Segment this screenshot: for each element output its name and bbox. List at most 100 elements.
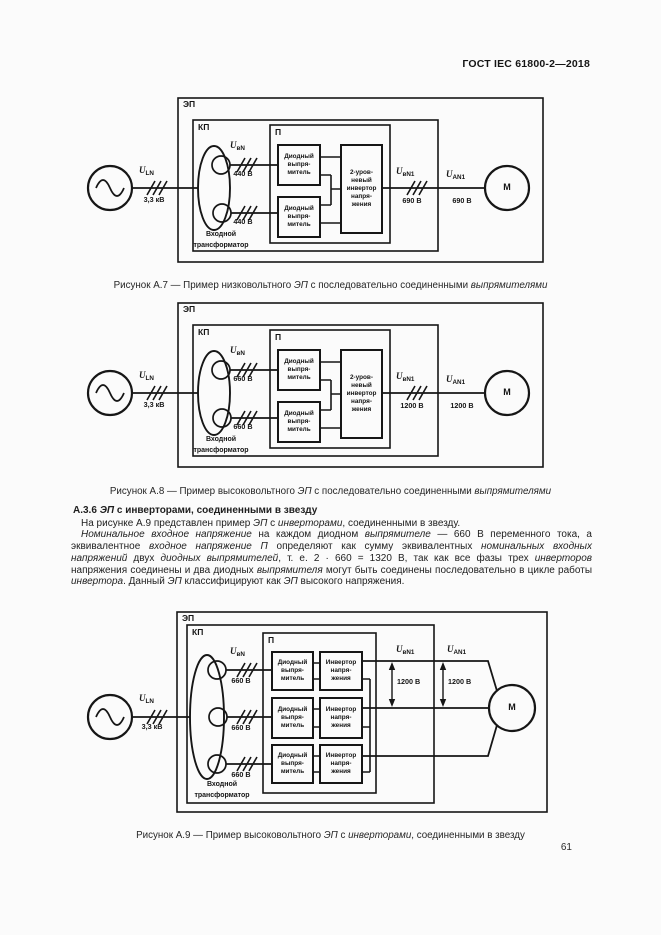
fig-a7-caption: Рисунок А.7 — Пример низковольтного ЭП с… bbox=[113, 280, 548, 291]
inverter-box-3 bbox=[319, 744, 363, 784]
inverter-box-1 bbox=[319, 651, 363, 691]
motor-voltage: 690 В bbox=[452, 196, 472, 205]
winding-voltage-3: 660 В bbox=[231, 770, 251, 779]
document-title: ГОСТ IEC 61800-2—2018 bbox=[462, 58, 590, 70]
winding-voltage-1: 440 В bbox=[233, 169, 253, 178]
ep-label: ЭП bbox=[183, 304, 196, 314]
dc-link-wires bbox=[313, 662, 320, 773]
output-voltage: 1200 В bbox=[400, 401, 424, 410]
page-number: 61 bbox=[560, 842, 572, 853]
kp-boundary-box bbox=[192, 119, 439, 252]
rectifier-box-1 bbox=[277, 144, 321, 186]
u-vn1-symbol: UвN1 bbox=[396, 371, 415, 383]
u-vn-symbol: UвN bbox=[230, 646, 245, 658]
three-phase-marks bbox=[236, 756, 258, 772]
kp-label: КП bbox=[198, 327, 210, 337]
u-ln-symbol: ULN bbox=[139, 165, 154, 177]
motor-voltage: 1200 В bbox=[448, 677, 472, 686]
rectifier-box-1 bbox=[271, 651, 314, 691]
inverter-label: 2-уров- невый инвертор напря- жения bbox=[346, 168, 377, 209]
ep-label: ЭП bbox=[182, 613, 195, 623]
rectifier-box-3 bbox=[271, 744, 314, 784]
three-phase-marks bbox=[236, 157, 258, 173]
transformer-label: Входной трансформатор bbox=[193, 231, 249, 249]
rectifier-label-2: Диодный выпря- митель bbox=[284, 409, 314, 434]
winding-voltage-2: 660 В bbox=[233, 422, 253, 431]
winding-voltage-1: 660 В bbox=[233, 374, 253, 383]
ep-boundary-box bbox=[177, 97, 544, 263]
winding-voltage-2: 440 В bbox=[233, 217, 253, 226]
fig-a9-diagram bbox=[86, 611, 548, 813]
u-an1-symbol: UAN1 bbox=[446, 374, 466, 386]
star-point-wires bbox=[362, 678, 371, 773]
p-boundary-box bbox=[262, 632, 377, 794]
fig-a9-caption: Рисунок А.9 — Пример высоковольтного ЭП … bbox=[136, 830, 525, 841]
supply-voltage: 3,3 кВ bbox=[143, 195, 165, 204]
u-vn1-symbol: UвN1 bbox=[396, 644, 415, 656]
three-phase-marks bbox=[146, 180, 168, 196]
u-an1-symbol: UAN1 bbox=[447, 644, 467, 656]
three-phase-marks bbox=[406, 180, 428, 196]
kp-boundary-box bbox=[186, 624, 435, 804]
p-label: П bbox=[268, 635, 275, 645]
section-paragraph: Номинальное входное напряжение на каждом… bbox=[71, 529, 593, 588]
u-ln-symbol: ULN bbox=[139, 693, 154, 705]
rectifier-label-3: Диодный выпря- митель bbox=[277, 751, 308, 776]
ep-label: ЭП bbox=[183, 99, 196, 109]
inverter-label-2: Инвертор напря- жения bbox=[325, 705, 357, 730]
u-vn-symbol: UвN bbox=[230, 345, 245, 357]
fig-a7-diagram bbox=[86, 97, 544, 263]
winding-voltage-1: 660 В bbox=[231, 676, 251, 685]
section-heading: А.3.6 ЭП с инверторами, соединенными в з… bbox=[73, 505, 318, 516]
u-vn-symbol: UвN bbox=[230, 140, 245, 152]
u-an1-symbol: UAN1 bbox=[446, 169, 466, 181]
rectifier-label-1: Диодный выпря- митель bbox=[277, 658, 308, 683]
section-paragraph: На рисунке А.9 представлен пример ЭП с и… bbox=[81, 517, 461, 529]
three-phase-marks bbox=[236, 205, 258, 221]
three-phase-marks bbox=[146, 709, 168, 725]
rectifier-label-2: Диодный выпря- митель bbox=[277, 705, 308, 730]
inverter-label-1: Инвертор напря- жения bbox=[325, 658, 357, 683]
motor-voltage: 1200 В bbox=[450, 401, 474, 410]
phase-wire-1 bbox=[362, 660, 498, 692]
rectifier-box-2 bbox=[271, 697, 314, 739]
winding-voltage-2: 660 В bbox=[231, 723, 251, 732]
ep-boundary-box bbox=[176, 611, 548, 813]
three-phase-marks bbox=[236, 662, 258, 678]
motor-label: М bbox=[508, 702, 516, 712]
sine-wave-icon bbox=[95, 708, 125, 726]
motor-label: М bbox=[503, 182, 511, 192]
transformer-core bbox=[197, 145, 231, 231]
rectifier-label-1: Диодный выпря- митель bbox=[284, 152, 314, 177]
motor-icon bbox=[483, 164, 531, 212]
sine-wave-icon bbox=[95, 179, 125, 197]
section-a36: А.3.6 ЭП с инверторами, соединенными в з… bbox=[71, 505, 592, 588]
p-label: П bbox=[275, 127, 282, 137]
u-ln-symbol: ULN bbox=[139, 370, 154, 382]
p-label: П bbox=[275, 332, 282, 342]
secondary-wires bbox=[226, 669, 272, 765]
phase-wire-3 bbox=[362, 724, 498, 757]
rectifier-label-1: Диодный выпря- митель bbox=[284, 357, 314, 382]
fig-a8-caption: Рисунок А.8 — Пример высоковольтного ЭП … bbox=[109, 486, 552, 497]
dc-link-wires bbox=[320, 156, 341, 224]
kp-label: КП bbox=[192, 627, 204, 637]
p-boundary-box bbox=[269, 124, 391, 244]
inverter-box-2 bbox=[319, 697, 363, 739]
transformer-core bbox=[189, 654, 225, 780]
transformer-label: Входной трансформатор bbox=[194, 781, 250, 799]
inverter-label-3: Инвертор напря- жения bbox=[325, 751, 357, 776]
supply-voltage: 3,3 кВ bbox=[143, 400, 165, 409]
inverter-label: 2-уров- невый инвертор напря- жения bbox=[346, 373, 377, 414]
rectifier-box-2 bbox=[277, 196, 321, 238]
u-vn1-symbol: UвN1 bbox=[396, 166, 415, 178]
transformer-label: Входной трансформатор bbox=[193, 436, 249, 454]
kp-label: КП bbox=[198, 122, 210, 132]
output-voltage: 1200 В bbox=[397, 677, 421, 686]
rectifier-label-2: Диодный выпря- митель bbox=[284, 204, 314, 229]
output-voltage: 690 В bbox=[402, 196, 422, 205]
motor-label: М bbox=[503, 387, 511, 397]
supply-voltage: 3,3 кВ bbox=[141, 722, 163, 731]
motor-icon bbox=[487, 683, 537, 733]
